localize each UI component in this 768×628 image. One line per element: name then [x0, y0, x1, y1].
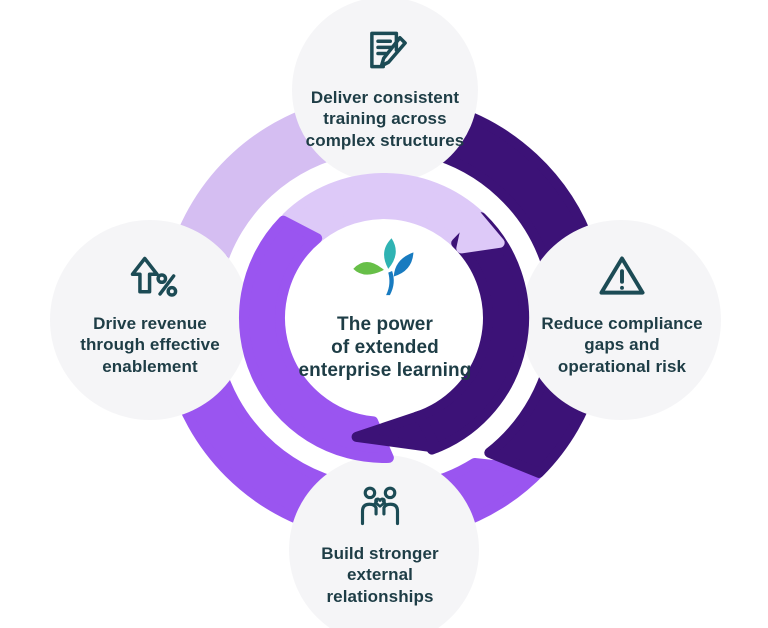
node-left-label: Drive revenue through effective enableme…: [80, 314, 220, 376]
node-left: Drive revenue through effective enableme…: [40, 248, 260, 377]
node-bottom: Build stronger external relationships: [270, 478, 490, 607]
node-right-circle: [521, 220, 721, 420]
people-heart-icon: [360, 486, 400, 526]
node-top: Deliver consistent training across compl…: [275, 22, 495, 151]
center-circle: [289, 223, 479, 413]
node-bottom-circle: [289, 455, 479, 628]
node-top-label: Deliver consistent training across compl…: [305, 88, 465, 150]
warning-triangle-icon: [599, 256, 645, 295]
node-right-label: Reduce compliance gaps and operational r…: [541, 314, 703, 376]
three-leaf-logo: [353, 238, 414, 296]
inner-arrow-dark-tip: [351, 410, 442, 453]
arrow-up-percent-icon: [130, 256, 178, 297]
center-title: The power of extended enterprise learnin…: [298, 314, 472, 382]
inner-arrow-medium: [238, 215, 394, 463]
center-circle-content: The power of extended enterprise learnin…: [277, 236, 493, 383]
node-right: Reduce compliance gaps and operational r…: [512, 248, 732, 377]
node-bottom-label: Build stronger external relationships: [321, 544, 439, 606]
node-top-circle: [292, 0, 478, 183]
inner-arrow-lavender-tip: [456, 202, 505, 254]
node-left-circle: [50, 220, 250, 420]
document-pencil-icon: [370, 31, 407, 69]
